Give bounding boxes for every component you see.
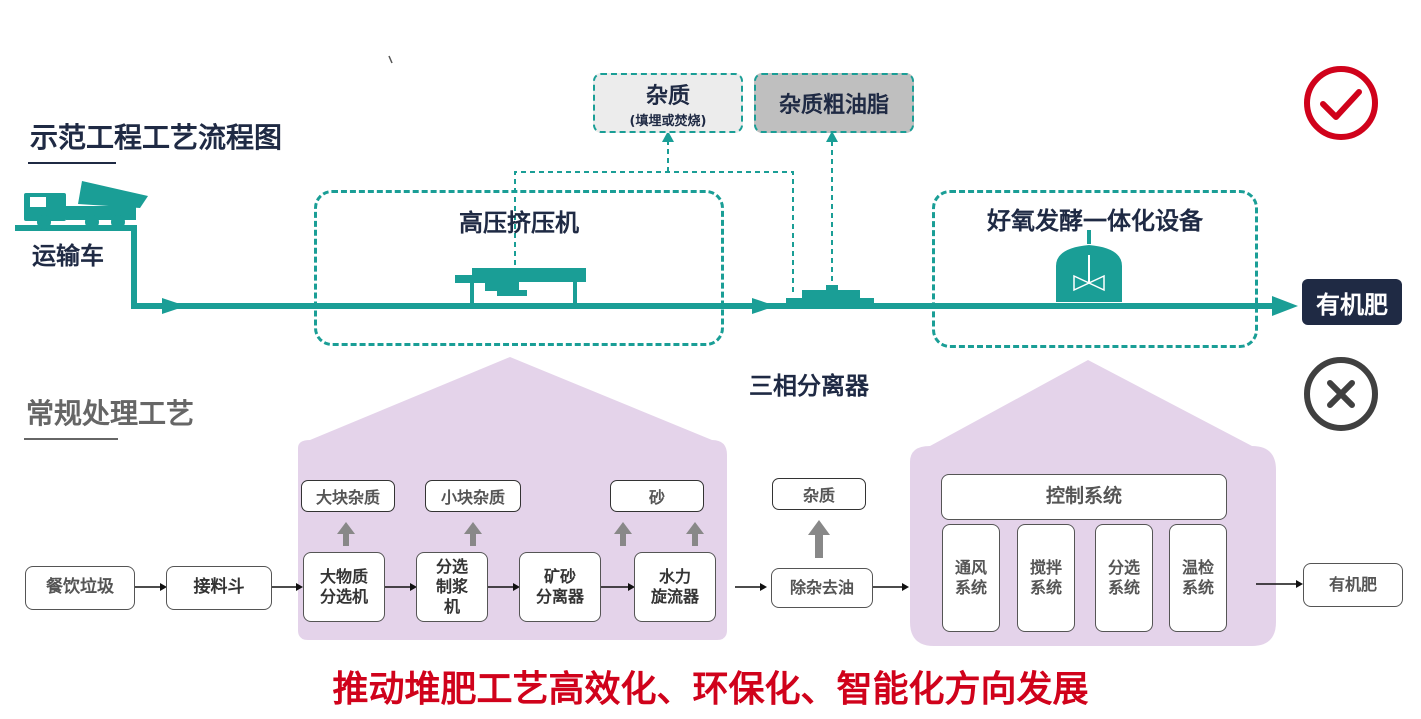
impurity-subtitle: (填埋或焚烧) <box>629 113 707 129</box>
dump-truck-icon <box>24 181 148 229</box>
conventional-section-title: 常规处理工艺 <box>26 397 195 430</box>
arrow-head <box>752 298 776 314</box>
cross-icon <box>1304 357 1378 431</box>
mixing-system: 搅拌 系统 <box>1017 524 1075 632</box>
fermenter-tank-icon <box>1056 230 1122 302</box>
sand-output: 砂 <box>610 480 704 512</box>
fermenter-label: 好氧发酵一体化设备 <box>987 207 1203 235</box>
check-icon <box>1304 66 1378 140</box>
press-box: 高压挤压机 <box>314 190 724 346</box>
pulper-node: 分选 制浆 机 <box>416 552 488 622</box>
large-impurity-output: 大块杂质 <box>301 480 395 512</box>
main-process-line <box>15 225 1290 309</box>
title-underline <box>24 438 118 440</box>
impurity-title: 杂质 <box>645 83 690 109</box>
arrow-head <box>1272 296 1298 316</box>
hopper-node: 接料斗 <box>166 566 272 610</box>
output-badge: 有机肥 <box>1302 279 1402 325</box>
bulk-sorter-node: 大物质 分选机 <box>303 552 385 622</box>
oil-title: 杂质粗油脂 <box>778 93 889 118</box>
title-underline <box>28 162 116 164</box>
arrow-head <box>662 131 674 142</box>
extruder-press-icon <box>455 268 586 303</box>
slogan: 推动堆肥工艺高效化、环保化、智能化方向发展 <box>332 669 1089 710</box>
hydrocyclone-node: 水力 旋流器 <box>634 552 716 622</box>
impurity-box: 杂质 (填埋或焚烧) <box>593 73 743 133</box>
grit-separator-node: 矿砂 分离器 <box>519 552 601 622</box>
impurity-output: 杂质 <box>772 478 866 510</box>
temperature-system: 温检 系统 <box>1169 524 1227 632</box>
press-label: 高压挤压机 <box>459 209 579 237</box>
fermenter-box: 好氧发酵一体化设备 <box>932 190 1258 348</box>
conventional-flow-arrows <box>135 583 1298 588</box>
arrow-head <box>162 298 186 314</box>
food-waste-node: 餐饮垃圾 <box>25 566 135 610</box>
demo-section-title: 示范工程工艺流程图 <box>30 121 283 154</box>
small-impurity-output: 小块杂质 <box>425 480 521 512</box>
truck-label: 运输车 <box>32 242 104 270</box>
branch-lines <box>514 140 833 296</box>
separator-label: 三相分离器 <box>749 372 869 400</box>
up-arrows <box>337 520 830 558</box>
control-system-box: 控制系统 <box>941 474 1227 520</box>
sorting-system: 分选 系统 <box>1095 524 1153 632</box>
ventilation-system: 通风 系统 <box>942 524 1000 632</box>
oil-box: 杂质粗油脂 <box>754 73 914 133</box>
arrow-heads <box>160 580 1303 591</box>
arrow-head <box>826 131 838 142</box>
deoiler-node: 除杂去油 <box>771 568 873 608</box>
three-phase-separator-icon <box>786 285 874 304</box>
output-node: 有机肥 <box>1303 563 1403 607</box>
stray-mark <box>388 55 393 64</box>
